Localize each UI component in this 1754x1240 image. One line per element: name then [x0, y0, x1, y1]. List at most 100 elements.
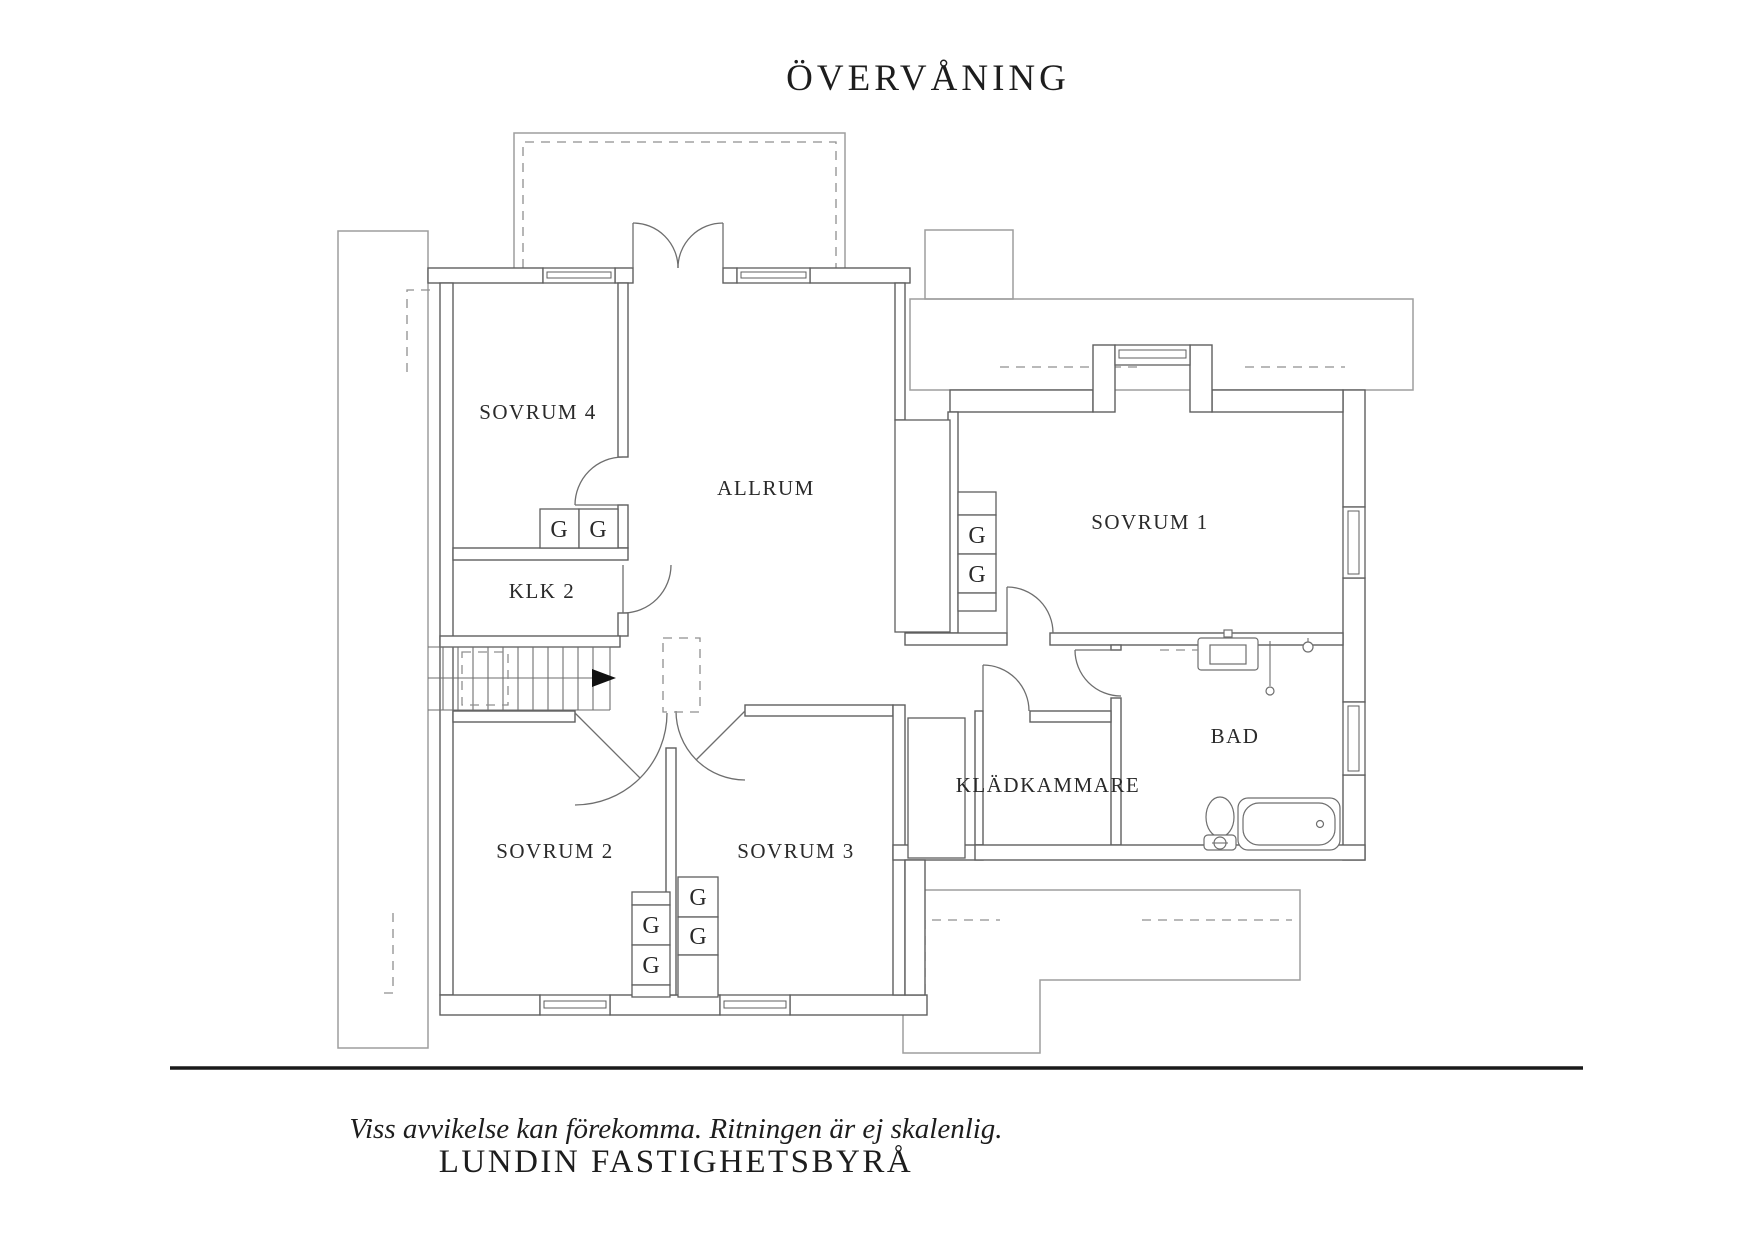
- door-bad: [1074, 649, 1122, 697]
- wardrobe-shelf: [631, 984, 671, 998]
- wall-segment: [665, 747, 677, 996]
- door-sovrum2: [574, 712, 668, 806]
- footer-disclaimer: Viss avvikelse kan förekomma. Ritningen …: [349, 1113, 1002, 1145]
- wardrobe-shelf: [677, 954, 719, 998]
- window: [719, 994, 791, 1016]
- wall-segment: [439, 994, 541, 1016]
- roof-band-right: [909, 298, 1414, 391]
- wall-segment: [904, 859, 926, 996]
- stair-direction-arrow-icon: [592, 669, 616, 687]
- wall-segment: [427, 267, 544, 284]
- wall-segment: [452, 547, 629, 561]
- wall-segment: [1110, 697, 1122, 846]
- wall-segment: [722, 267, 738, 284]
- room-label-sovrum4: SOVRUM 4: [479, 400, 597, 424]
- labels: ÖVERVÅNING SOVRUM 4 ALLRUM SOVRUM 1 KLK …: [479, 58, 1260, 863]
- wall-segment: [617, 282, 629, 458]
- room-label-bad: BAD: [1211, 724, 1260, 748]
- wardrobe-label: G: [550, 517, 567, 543]
- bathtub-icon: [1237, 797, 1341, 851]
- stair-opening-dashed: [662, 637, 701, 713]
- window: [736, 267, 811, 284]
- wall-segment: [1092, 344, 1116, 413]
- room-label-sovrum3: SOVRUM 3: [737, 839, 855, 863]
- sink-icon: [1160, 629, 1259, 671]
- wardrobe-box: [957, 514, 997, 555]
- lower-wing-outline: [902, 889, 1301, 1054]
- closet-corridor: [907, 717, 966, 859]
- door-kladkammare: [982, 664, 1030, 712]
- walls: [427, 267, 1366, 1016]
- wall-segment: [609, 994, 721, 1016]
- wardrobe-label: G: [968, 523, 985, 549]
- wardrobe-box: [957, 553, 997, 594]
- stair-dashed-overlay: [461, 651, 509, 706]
- wall-segment: [617, 504, 629, 549]
- wall-segment: [1049, 632, 1344, 646]
- footer: Viss avvikelse kan förekomma. Ritningen …: [170, 1066, 1583, 1180]
- room-label-sovrum1: SOVRUM 1: [1091, 510, 1209, 534]
- roof-dash: [406, 289, 430, 372]
- chimney-top-right: [924, 229, 1014, 300]
- room-label-klk2: KLK 2: [509, 579, 575, 603]
- window: [1114, 344, 1191, 366]
- room-label-sovrum2: SOVRUM 2: [496, 839, 614, 863]
- terrace-inner-dashed: [522, 141, 837, 268]
- wall-segment: [452, 710, 576, 723]
- bathroom-fixtures: [1160, 629, 1341, 851]
- wardrobe-shelf: [957, 491, 997, 516]
- window: [542, 267, 616, 284]
- closet-hall: [894, 419, 951, 633]
- wall-segment: [1342, 389, 1366, 508]
- wardrobe-label: G: [689, 924, 706, 950]
- wall-segment: [744, 704, 894, 717]
- wall-segment: [1110, 644, 1122, 651]
- wardrobe-label: G: [968, 562, 985, 588]
- wall-segment: [614, 267, 634, 284]
- wall-segment: [949, 389, 1094, 413]
- wall-segment: [809, 267, 911, 284]
- wall-segment: [904, 632, 1008, 646]
- wardrobe-box: [631, 904, 671, 946]
- door-sovrum1: [1006, 586, 1054, 634]
- roof-dash: [378, 913, 394, 994]
- window: [1342, 506, 1366, 579]
- chimney-left: [337, 230, 429, 1049]
- toilet-icon: [1203, 796, 1237, 851]
- wardrobe-label: G: [589, 517, 606, 543]
- wall-segment: [617, 612, 629, 637]
- wall-segment: [1189, 344, 1213, 413]
- doors: [574, 222, 1122, 806]
- room-label-allrum: ALLRUM: [717, 476, 815, 500]
- terrace-outline: [513, 132, 846, 268]
- page-title: ÖVERVÅNING: [786, 58, 1070, 99]
- wardrobe-label: G: [689, 885, 706, 911]
- window: [1342, 701, 1366, 776]
- wardrobe-label: G: [642, 953, 659, 979]
- wardrobe-shelf: [957, 592, 997, 612]
- roof-dash: [924, 919, 1000, 993]
- wall-segment: [789, 994, 928, 1016]
- wardrobe-box: [677, 876, 719, 918]
- wall-segment: [439, 635, 621, 648]
- wardrobe-box: [578, 508, 619, 549]
- wardrobe-label: G: [642, 913, 659, 939]
- wardrobe-box: [539, 508, 580, 549]
- terrace-double-door: [632, 222, 724, 269]
- shower-icon: [1265, 638, 1314, 696]
- door-klk2: [622, 564, 672, 614]
- wall-segment: [1211, 389, 1344, 413]
- wardrobes: G G G G G G G G: [539, 491, 997, 998]
- roof-outlines: [337, 132, 1414, 1054]
- wardrobe-box: [677, 916, 719, 956]
- room-label-kladkammare: KLÄDKAMMARE: [956, 773, 1141, 797]
- wall-segment: [894, 282, 906, 421]
- wall-segment: [1342, 577, 1366, 703]
- windows: [539, 267, 1366, 1016]
- wardrobe-shelf: [631, 891, 671, 906]
- door-sovrum3: [675, 710, 746, 781]
- wall-segment: [1029, 710, 1112, 723]
- door-sovrum4: [574, 456, 624, 506]
